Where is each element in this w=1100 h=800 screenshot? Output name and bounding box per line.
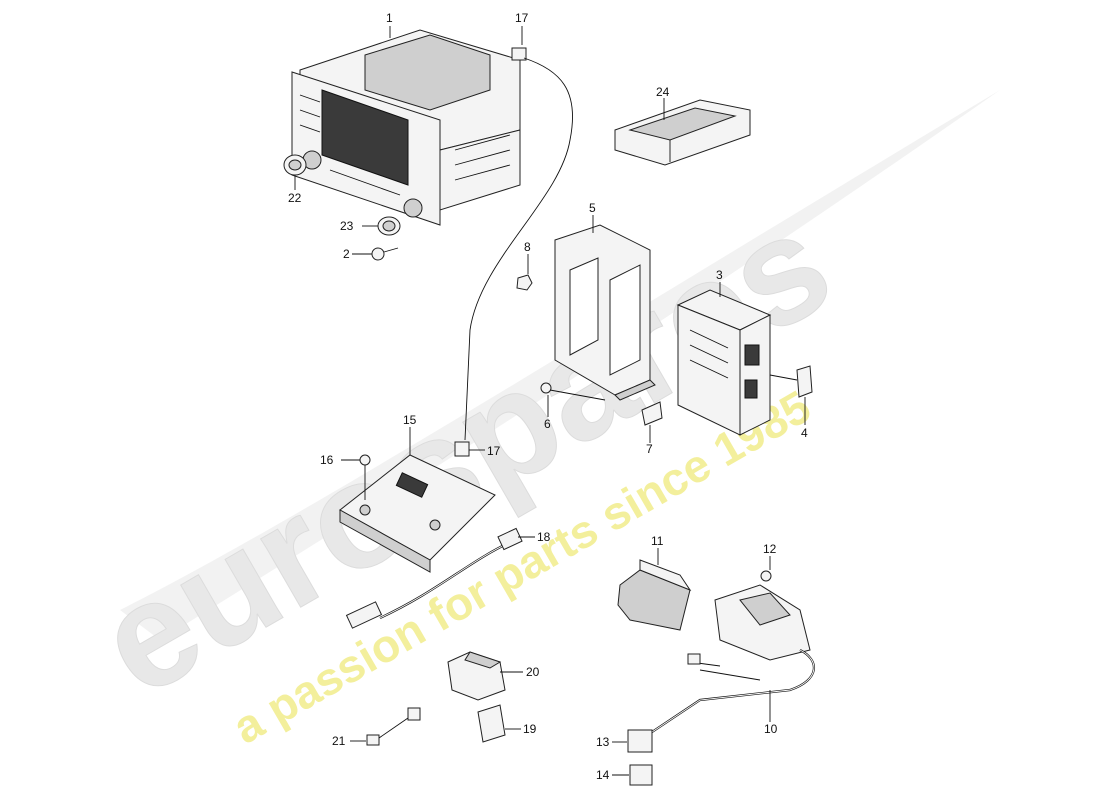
part-18-cable bbox=[345, 527, 523, 629]
callout-1: 1 bbox=[386, 11, 393, 25]
callout-11: 11 bbox=[651, 534, 664, 548]
part-22-knob bbox=[283, 154, 307, 176]
callout-24: 24 bbox=[656, 85, 670, 99]
watermark: eurospares a passion for parts since 198… bbox=[72, 90, 1000, 754]
part-20-holder bbox=[447, 651, 506, 701]
part-3-control-box bbox=[676, 289, 772, 436]
part-14-cap bbox=[629, 764, 653, 786]
callout-3: 3 bbox=[716, 268, 723, 282]
callout-6: 6 bbox=[544, 417, 551, 431]
callout-19: 19 bbox=[523, 722, 537, 736]
part-23-knob bbox=[377, 216, 401, 236]
callout-5: 5 bbox=[589, 201, 596, 215]
callout-23: 23 bbox=[340, 219, 354, 233]
callout-17-top: 17 bbox=[515, 11, 529, 25]
callout-18: 18 bbox=[537, 530, 551, 544]
callout-4: 4 bbox=[801, 426, 808, 440]
callout-14: 14 bbox=[596, 768, 610, 782]
part-17-cable bbox=[454, 47, 574, 457]
part-2-screw bbox=[371, 247, 399, 261]
part-6-screw bbox=[540, 382, 606, 401]
watermark-swoosh bbox=[120, 90, 1000, 640]
callout-20: 20 bbox=[526, 665, 540, 679]
callout-12: 12 bbox=[763, 542, 777, 556]
callout-21: 21 bbox=[332, 734, 346, 748]
part-5-bracket bbox=[554, 224, 656, 401]
part-10-harness bbox=[639, 584, 816, 741]
part-11-cover bbox=[617, 559, 692, 631]
callout-2: 2 bbox=[343, 247, 350, 261]
callout-10: 10 bbox=[764, 722, 778, 736]
callout-8: 8 bbox=[524, 240, 531, 254]
part-8-nut bbox=[516, 274, 533, 291]
part-13-relay bbox=[627, 729, 653, 753]
part-7-clip bbox=[641, 401, 663, 426]
part-4-connector bbox=[769, 365, 813, 398]
callout-22: 22 bbox=[288, 191, 302, 205]
callout-16: 16 bbox=[320, 453, 334, 467]
leader-lines bbox=[294, 26, 806, 776]
part-15-tray bbox=[339, 454, 496, 573]
callout-15: 15 bbox=[403, 413, 417, 427]
callout-labels: 1 17 24 22 23 2 5 8 3 6 7 4 15 16 17 18 … bbox=[288, 11, 808, 782]
callout-17-bottom: 17 bbox=[487, 444, 501, 458]
part-21-plug bbox=[366, 707, 421, 746]
callout-13: 13 bbox=[596, 735, 610, 749]
part-12-screw bbox=[760, 570, 772, 582]
part-24-module bbox=[614, 99, 751, 166]
callout-7: 7 bbox=[646, 442, 653, 456]
part-19-socket bbox=[477, 704, 506, 743]
part-1-head-unit bbox=[291, 29, 521, 226]
